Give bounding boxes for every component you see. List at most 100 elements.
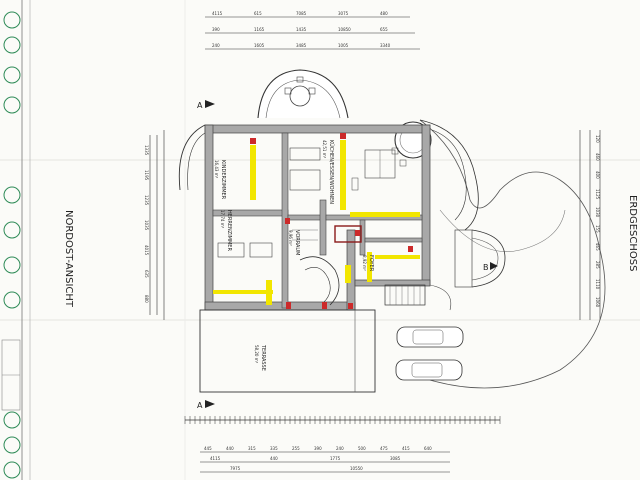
tree-icon <box>3 96 21 114</box>
bottom-scale-ticks <box>184 416 501 424</box>
dimension-label: 240 <box>336 446 344 451</box>
svg-text:KINDERZIMMER: KINDERZIMMER <box>220 160 226 200</box>
dimension-label: 415 <box>402 446 410 451</box>
dimension-label: 480 <box>380 11 388 16</box>
room-label-terrasse: TERRASSE 58,20 m² <box>254 344 266 371</box>
dimension-label: 615 <box>254 11 262 16</box>
dimension-label: 390 <box>314 446 322 451</box>
tree-icon <box>3 291 21 309</box>
dimension-label: 1035 <box>144 220 149 231</box>
dimension-label: 500 <box>358 446 366 451</box>
dimension-label: 475 <box>380 446 388 451</box>
dimension-label: 155 <box>595 225 600 233</box>
tree-icon <box>3 411 21 429</box>
dimension-label: 10550 <box>350 466 363 471</box>
dimension-label: 440 <box>226 446 234 451</box>
svg-text:A: A <box>197 401 203 410</box>
dimension-label: 3340 <box>380 43 391 48</box>
terrace-area <box>199 309 376 393</box>
dimension-label: 285 <box>595 261 600 269</box>
exterior-curved-stair <box>419 119 479 231</box>
dimension-label: 1030 <box>595 207 600 218</box>
dimension-label: 655 <box>380 27 388 32</box>
driveway-outline <box>419 119 606 389</box>
right-dimension-chain <box>579 130 601 320</box>
dimension-label: 3485 <box>296 43 307 48</box>
room-label-kinderzimmer: KINDERZIMMER 16,43 m² <box>214 160 226 200</box>
room-label-eingang: FOYER 8,92 m² <box>362 255 374 272</box>
svg-text:17,74 m²: 17,74 m² <box>220 210 225 229</box>
dimension-label: 635 <box>144 270 149 278</box>
car-symbol <box>396 326 464 348</box>
dimension-label: 1005 <box>338 43 349 48</box>
svg-text:HERRENZIMMER: HERRENZIMMER <box>226 210 232 251</box>
red-accent-marks <box>250 133 413 309</box>
svg-text:16,43 m²: 16,43 m² <box>214 160 219 179</box>
dimension-label: 460 <box>595 153 600 161</box>
dimension-label: 1435 <box>296 27 307 32</box>
dimension-label: 390 <box>212 27 220 32</box>
tree-icon <box>3 256 21 274</box>
room-label-herrenzimmer: HERRENZIMMER 17,74 m² <box>220 210 232 251</box>
dimension-label: 1165 <box>254 27 265 32</box>
tree-icon <box>3 36 21 54</box>
left-curved-stair <box>178 124 206 191</box>
svg-text:VORRAUM: VORRAUM <box>294 230 300 255</box>
view-label-left: NORDOST-ANSICHT <box>63 210 74 308</box>
car-symbol <box>395 359 463 381</box>
bottom-dimension-labels: 445 440 315 335 255 390 240 500 475 415 640 4115 440… <box>204 446 432 471</box>
svg-text:9,96 m²: 9,96 m² <box>288 230 293 246</box>
section-marker-a-bottom: A <box>197 400 215 410</box>
view-label-right: ERDGESCHOSS <box>627 195 638 271</box>
tree-icon <box>3 221 21 239</box>
dimension-label: 4115 <box>210 456 221 461</box>
room-label-vorraum: VORRAUM 9,96 m² <box>288 230 300 255</box>
tree-icon <box>3 66 21 84</box>
section-marker-b: B <box>483 262 498 272</box>
dimension-label: 335 <box>270 446 278 451</box>
dimension-label: 640 <box>424 446 432 451</box>
section-marker-a-top: A <box>197 100 215 110</box>
tree-symbols <box>3 11 21 479</box>
dimension-label: 120 <box>595 135 600 143</box>
dimension-label: 1125 <box>595 189 600 200</box>
dimension-label: 1605 <box>254 43 265 48</box>
dimension-label: 1335 <box>144 145 149 156</box>
yellow-highlights <box>213 140 420 305</box>
dimension-label: 7975 <box>230 466 241 471</box>
dimension-label: 1060 <box>595 297 600 308</box>
svg-text:KÜCHEN/ESSEN/WOHNEN: KÜCHEN/ESSEN/WOHNEN <box>328 140 335 204</box>
svg-text:A: A <box>197 101 203 110</box>
tree-icon <box>3 436 21 454</box>
dimension-label: 3085 <box>390 456 401 461</box>
semicircle-entry-stair <box>454 229 506 288</box>
svg-text:TERRASSE: TERRASSE <box>260 344 266 371</box>
dimension-label: 1195 <box>144 170 149 181</box>
room-label-kuechen-wohnen: KÜCHEN/ESSEN/WOHNEN 42,51 m² <box>322 140 335 204</box>
dimension-label: 4015 <box>144 245 149 256</box>
tree-icon <box>3 461 21 479</box>
dimension-label: 1110 <box>595 279 600 290</box>
study-furniture <box>217 242 273 258</box>
svg-text:42,51 m²: 42,51 m² <box>322 140 327 159</box>
svg-text:FOYER: FOYER <box>368 255 374 272</box>
dimension-label: 440 <box>270 456 278 461</box>
svg-text:8,92 m²: 8,92 m² <box>362 255 367 271</box>
dimension-label: 1775 <box>330 456 341 461</box>
dimension-label: 1235 <box>144 195 149 206</box>
elevation-strip <box>1 0 31 480</box>
dimension-label: 315 <box>248 446 256 451</box>
dimension-label: 3075 <box>338 11 349 16</box>
dimension-label: 465 <box>595 243 600 251</box>
bottom-dimension-chain <box>185 419 500 473</box>
top-dimension-chain <box>205 16 420 50</box>
kitchen-furniture <box>289 147 407 191</box>
dimension-label: 255 <box>292 446 300 451</box>
bay-window <box>257 69 349 119</box>
dimension-label: 7085 <box>296 11 307 16</box>
dimension-label: 445 <box>204 446 212 451</box>
